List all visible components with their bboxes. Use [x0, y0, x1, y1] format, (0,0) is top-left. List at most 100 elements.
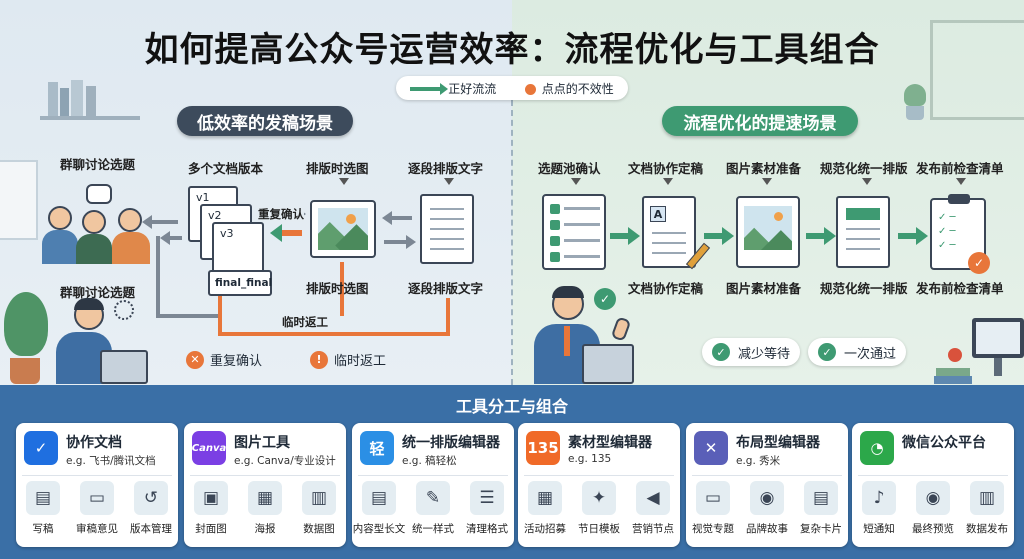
- use-case-label: 短通知: [863, 523, 895, 535]
- legend: 正好流流 点点的不效性: [396, 76, 628, 100]
- use-case-icon: ◉: [916, 481, 950, 515]
- topic-pool-checklist-card: [542, 194, 606, 270]
- use-case-label: 营销节点: [632, 523, 674, 535]
- use-case-label: 统一样式: [412, 523, 454, 535]
- tool-name: 统一排版编辑器: [402, 435, 500, 451]
- label-repeat-confirm: 重复确认: [258, 206, 304, 222]
- green-flow-arrow: [704, 227, 734, 245]
- image-asset-card: [736, 196, 800, 268]
- label-group-top: 群聊讨论选题: [60, 157, 136, 172]
- stressed-person-laptop: [56, 296, 152, 384]
- legend-pain: 点点的不效性: [524, 80, 614, 97]
- tool-name: 微信公众平台: [902, 435, 986, 451]
- tool-use-case: ▤复杂卡片: [795, 481, 847, 536]
- collab-doc-card: A: [642, 196, 711, 270]
- step-top-4: 规范化统一排版: [820, 161, 908, 176]
- tool-use-cases: ▦活动招募✦节日模板◀营销节点: [518, 481, 680, 536]
- tool-example: e.g. 秀米: [736, 455, 781, 467]
- orange-loop-line: [218, 296, 222, 334]
- tool-card-3: 轻统一排版编辑器 e.g. 稿轻松 ▤内容型长文✎统一样式☰清理格式: [352, 423, 514, 547]
- gray-arrow-left: [160, 231, 182, 245]
- tool-use-cases: ▤内容型长文✎统一样式☰清理格式: [352, 481, 514, 536]
- publish-checklist-clipboard: ✓ ─ ✓ ─ ✓ ─ ✓: [930, 194, 990, 274]
- optimized-scene-header: 流程优化的提速场景: [662, 106, 858, 136]
- use-case-label: 封面图: [195, 523, 227, 535]
- tool-use-case: ▤写稿: [17, 481, 69, 536]
- use-case-label: 节日模板: [578, 523, 620, 535]
- panel-divider: [511, 100, 513, 385]
- orange-arrow-left: [280, 230, 302, 236]
- tool-logo-icon: ✓: [24, 431, 58, 465]
- check-circle-icon: ✓: [594, 288, 616, 310]
- window-decoration: [930, 20, 1024, 120]
- use-case-icon: ▦: [528, 481, 562, 515]
- label-layout-bottom: 排版时选图: [306, 281, 369, 296]
- tool-use-case: ↺ 版本管理: [125, 481, 177, 536]
- tool-use-case: ▭视觉专题: [687, 481, 739, 536]
- left-plant-decoration: [0, 292, 54, 384]
- use-case-icon: ▥: [970, 481, 1004, 515]
- tool-logo-icon: ✕: [694, 431, 728, 465]
- down-triangle-icon: [762, 178, 772, 185]
- laptop-icon: [582, 344, 634, 384]
- tool-use-case: ▥数据发布: [961, 481, 1013, 536]
- tool-use-case: ◉最终预览: [907, 481, 959, 536]
- use-case-label: 视觉专题: [692, 523, 734, 535]
- tool-name: 协作文档: [66, 435, 122, 451]
- tool-use-case: ♪短通知: [853, 481, 905, 536]
- left-wall-chart-decoration: [0, 160, 38, 240]
- down-triangle-icon: [956, 178, 966, 185]
- label-text-bottom: 逐段排版文字: [408, 281, 484, 296]
- result-less-waiting: ✓减少等待: [702, 338, 801, 366]
- use-case-label: 复杂卡片: [800, 523, 842, 535]
- gray-arrow-left: [142, 215, 178, 229]
- tool-logo-icon: 轻: [360, 431, 394, 465]
- tool-example: e.g. Canva/专业设计: [234, 455, 336, 467]
- down-triangle-icon: [663, 178, 673, 185]
- use-case-icon: ▣: [194, 481, 228, 515]
- use-case-icon: ▤: [26, 481, 60, 515]
- use-case-label: 活动招募: [524, 523, 566, 535]
- orange-loop-line: [446, 298, 450, 334]
- step-bottom-2: 图片素材准备: [726, 281, 802, 296]
- tool-use-cases: ▣封面图▦海报▥数据图: [184, 481, 346, 536]
- books-apple-decoration: [934, 348, 974, 384]
- doc-version-v3: v3: [212, 222, 264, 274]
- tool-logo-icon: Canva: [192, 431, 226, 465]
- tool-divider: [858, 475, 1008, 476]
- use-case-label: 版本管理: [130, 523, 172, 535]
- right-monitor-decoration: [972, 318, 1024, 384]
- plant-decoration: [900, 82, 930, 120]
- tool-logo-icon: ◔: [860, 431, 894, 465]
- tool-card-6: ◔ 微信公众平台 ♪短通知◉最终预览▥数据发布: [852, 423, 1014, 547]
- landscape-image-icon: [318, 208, 368, 250]
- label-multi-doc: 多个文档版本: [188, 161, 264, 176]
- use-case-label: 审稿意见: [76, 523, 118, 535]
- step-bottom-3: 规范化统一排版: [820, 281, 908, 296]
- tool-divider: [22, 475, 172, 476]
- tool-use-case: ✎统一样式: [407, 481, 459, 536]
- use-case-icon: ↺: [134, 481, 168, 515]
- step-bottom-1: 文档协作定稿: [628, 281, 704, 296]
- green-flow-arrow: [610, 227, 640, 245]
- landscape-image-icon: [744, 206, 792, 250]
- down-triangle-icon: [444, 178, 454, 185]
- legend-flow: 正好流流: [410, 80, 496, 97]
- page-title: 如何提高公众号运营效率：流程优化与工具组合: [144, 30, 880, 70]
- down-triangle-icon: [339, 178, 349, 185]
- tool-use-cases: ▭视觉专题◉品牌故事▤复杂卡片: [686, 481, 848, 536]
- text-document-icon: [420, 194, 474, 264]
- tool-example: e.g. 稿轻松: [402, 455, 457, 467]
- gray-arrow-left: [382, 211, 412, 225]
- use-case-label: 数据图: [303, 523, 335, 535]
- tool-example: e.g. 135: [568, 453, 612, 465]
- step-bottom-4: 发布前检查清单: [916, 281, 1004, 296]
- use-case-icon: ✦: [582, 481, 616, 515]
- laptop-icon: [100, 350, 148, 384]
- tool-divider: [190, 475, 340, 476]
- tool-name: 图片工具: [234, 435, 290, 451]
- orange-loop-line: [218, 332, 450, 336]
- use-case-icon: ▤: [362, 481, 396, 515]
